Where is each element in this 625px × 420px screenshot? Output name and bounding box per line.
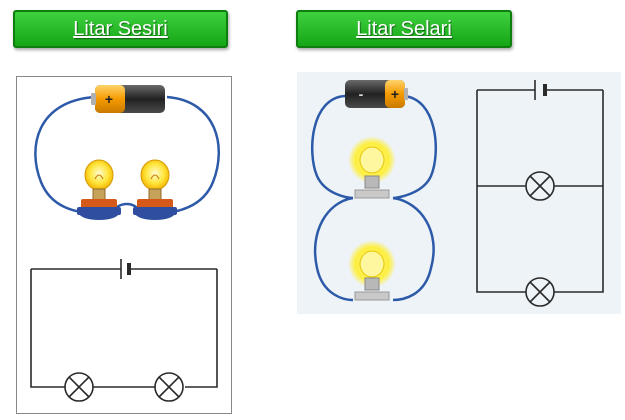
battery-plus-symbol: + <box>105 91 113 107</box>
parallel-wires <box>311 94 437 302</box>
light-bulb-icon <box>133 159 177 220</box>
light-bulb-icon <box>77 159 121 220</box>
parallel-circuit-panel: - + <box>297 72 621 314</box>
parallel-circuit-button[interactable]: Litar Selari <box>296 10 512 48</box>
battery-plus-symbol: + <box>391 86 399 102</box>
parallel-circuit-figure: - + <box>311 80 604 307</box>
battery-minus-symbol: - <box>359 86 364 102</box>
series-schematic <box>30 259 218 402</box>
series-circuit-panel: + <box>16 76 232 414</box>
series-circuit-label: Litar Sesiri <box>73 17 168 40</box>
battery-icon: - + <box>345 80 408 108</box>
series-circuit-button[interactable]: Litar Sesiri <box>13 10 228 48</box>
light-bulb-icon <box>348 136 396 199</box>
parallel-schematic <box>476 80 604 307</box>
series-circuit-figure: + <box>30 85 220 402</box>
light-bulb-icon <box>348 240 396 301</box>
series-wires <box>34 95 220 215</box>
parallel-circuit-label: Litar Selari <box>356 17 452 40</box>
battery-icon: + <box>91 85 165 113</box>
